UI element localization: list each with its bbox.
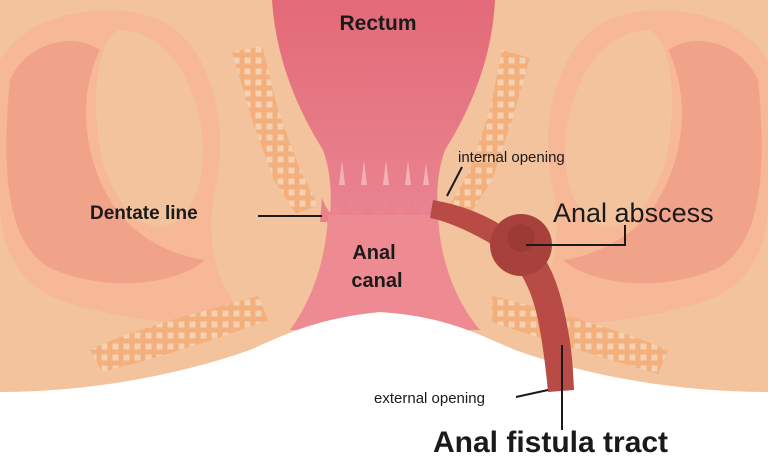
anal-canal-label-line2: canal <box>351 270 402 292</box>
anal-abscess-pointer <box>526 225 626 246</box>
right-gluteal-fold-inner <box>564 30 673 227</box>
anal-abscess-label: Anal abscess <box>553 198 714 228</box>
external-opening-pointer <box>515 389 549 398</box>
left-upper-sphincter-mesh <box>232 46 318 214</box>
left-gluteal-fold-shadow <box>6 41 205 284</box>
right-upper-sphincter-mesh <box>450 50 530 214</box>
external-opening-label: external opening <box>374 390 485 407</box>
left-gluteal-fold-inner <box>95 30 204 227</box>
dentate-line-label: Dentate line <box>90 203 198 224</box>
anal-canal <box>290 215 480 330</box>
right-lower-sphincter-mesh <box>492 296 668 374</box>
right-gluteal-fold-shadow <box>563 41 762 284</box>
rectum-label: Rectum <box>339 12 416 35</box>
internal-opening-pointer <box>446 166 463 197</box>
rectum <box>272 0 495 215</box>
abscess-core <box>507 224 535 252</box>
outside-body-region <box>0 312 768 468</box>
left-lower-sphincter-mesh <box>90 296 268 372</box>
internal-opening-label: internal opening <box>458 149 565 166</box>
anal-canal-label-line1: Anal <box>352 242 395 264</box>
anal-fistula-tract-label: Anal fistula tract <box>433 426 668 459</box>
anal-crypts <box>339 160 429 185</box>
